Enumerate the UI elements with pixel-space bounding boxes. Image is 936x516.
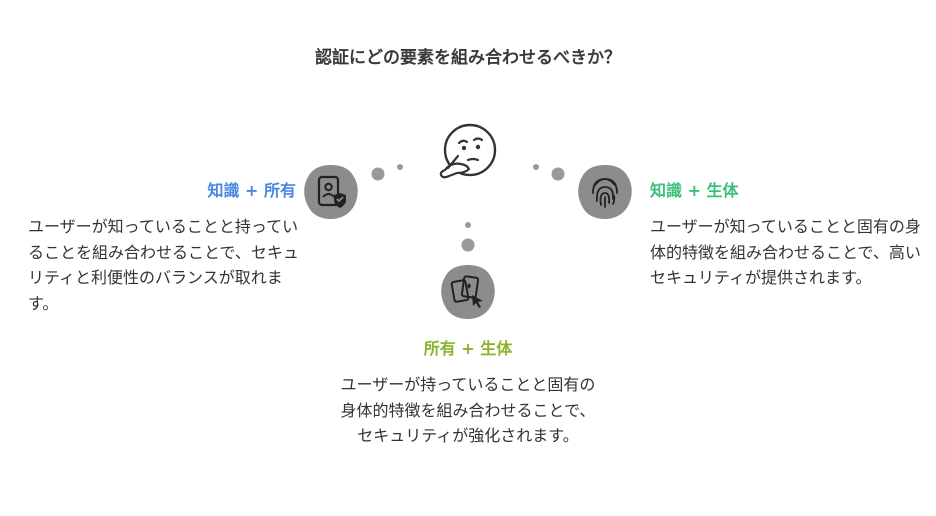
diagram-title: 認証にどの要素を組み合わせるべきか？ <box>315 48 621 68</box>
connector-dot <box>397 164 403 170</box>
option-title-possession-biometric: 所有 + 生体 <box>423 339 513 358</box>
cards-pointer-icon <box>439 263 497 321</box>
id-card-check-icon <box>302 163 360 221</box>
connector-dot <box>465 222 471 228</box>
connector-dot <box>533 164 539 170</box>
option-description-possession-biometric: ユーザーが持っていることと固有の身体的特徴を組み合わせることで、セキュリティが強… <box>340 375 596 445</box>
thinking-face-icon <box>432 120 504 192</box>
fingerprint-icon <box>576 163 634 221</box>
option-title-knowledge-possession: 知識 + 所有 <box>207 181 296 200</box>
option-description-knowledge-biometric: ユーザーが知っていることと固有の身体的特徴を組み合わせることで、高いセキュリティ… <box>650 217 921 287</box>
option-title-knowledge-biometric: 知識 + 生体 <box>650 181 739 200</box>
connector-dot <box>461 238 475 252</box>
connector-dot <box>371 167 385 181</box>
option-description-knowledge-possession: ユーザーが知っていることと持っていることを組み合わせることで、セキュリティと利便… <box>28 217 299 313</box>
connector-dot <box>551 167 565 181</box>
